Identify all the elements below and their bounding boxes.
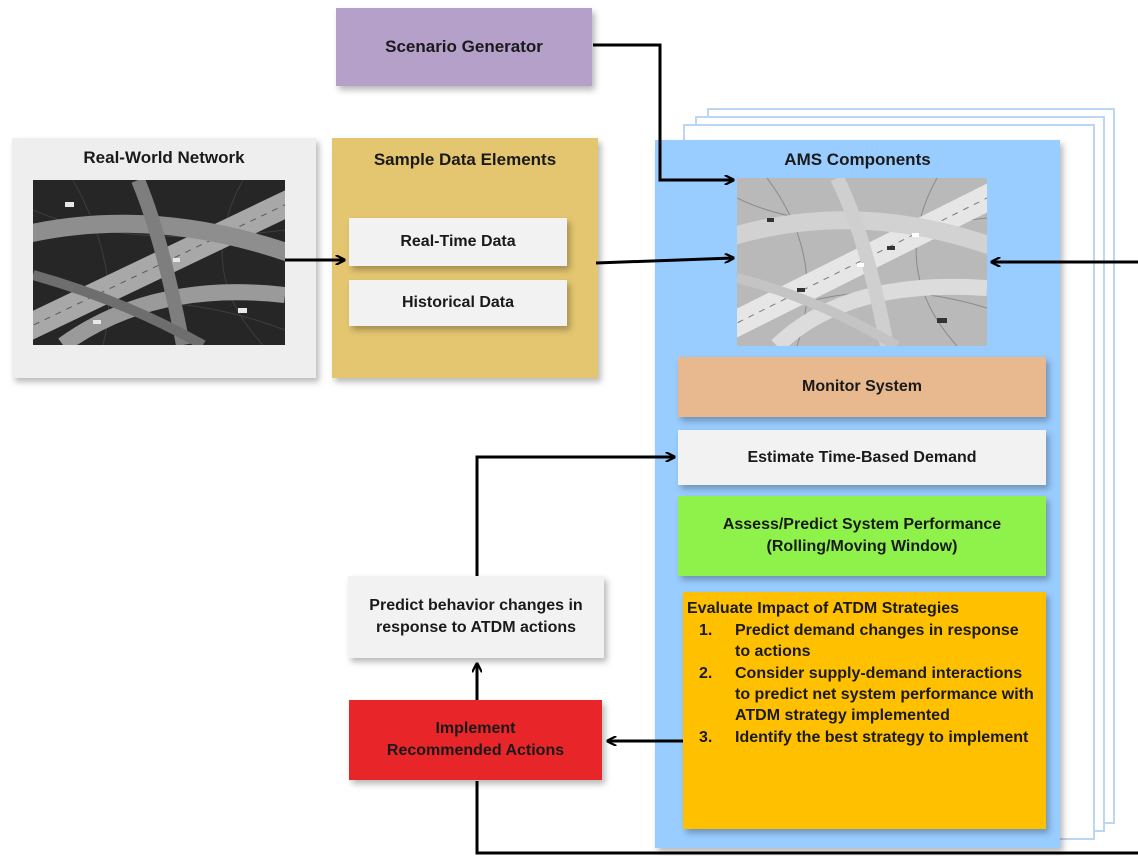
real-world-network-title: Real-World Network — [83, 148, 245, 167]
estimate-demand-label: Estimate Time-Based Demand — [747, 448, 977, 466]
evaluate-step-number: 2. — [699, 665, 713, 682]
evaluate-step-text: Identify the best strategy to implement — [735, 729, 1029, 746]
sample-data-title: Sample Data Elements — [373, 150, 557, 169]
evaluate-step: 3. Identify the best strategy to impleme… — [687, 727, 1038, 748]
ams-components-title: AMS Components — [784, 150, 931, 169]
evaluate-impact-box: Evaluate Impact of ATDM Strategies 1. Pr… — [683, 592, 1046, 829]
real-time-data-label: Real-Time Data — [400, 233, 516, 250]
ams-highway-photo — [737, 178, 987, 346]
assess-performance-box: Assess/Predict System Performance (Rolli… — [678, 496, 1046, 576]
predict-behavior-box: Predict behavior changes in response to … — [348, 576, 604, 658]
evaluate-step: 2. Consider supply-demand interactions t… — [687, 663, 1038, 726]
monitor-system-box: Monitor System — [678, 357, 1046, 417]
evaluate-impact-title: Evaluate Impact of ATDM Strategies — [687, 600, 960, 617]
evaluate-steps-list: 1. Predict demand changes in response to… — [687, 620, 1038, 748]
monitor-system-label: Monitor System — [801, 378, 922, 395]
assess-performance-line2: (Rolling/Moving Window) — [766, 538, 958, 555]
implement-line1: Implement — [435, 720, 516, 737]
real-world-network-photo — [33, 180, 285, 345]
implement-actions-box: Implement Recommended Actions — [349, 700, 602, 780]
scenario-generator-box: Scenario Generator — [336, 8, 592, 86]
predict-behavior-label: Predict behavior changes in response to … — [369, 597, 583, 636]
arrow-predict-to-estimate — [475, 457, 674, 576]
scenario-generator-label: Scenario Generator — [385, 37, 543, 56]
implement-line2: Recommended Actions — [386, 742, 565, 759]
assess-performance-line1: Assess/Predict System Performance — [722, 516, 1002, 533]
evaluate-step-number: 1. — [699, 622, 713, 639]
evaluate-step-text: Consider supply-demand interactions to p… — [735, 665, 1034, 724]
evaluate-step-number: 3. — [699, 729, 713, 746]
historical-data-label: Historical Data — [401, 294, 515, 311]
estimate-demand-box: Estimate Time-Based Demand — [678, 430, 1046, 485]
historical-data-box: Historical Data — [349, 280, 567, 326]
evaluate-step-text: Predict demand changes in response to ac… — [735, 622, 1019, 660]
real-time-data-box: Real-Time Data — [349, 218, 567, 266]
evaluate-step: 1. Predict demand changes in response to… — [687, 620, 1038, 662]
